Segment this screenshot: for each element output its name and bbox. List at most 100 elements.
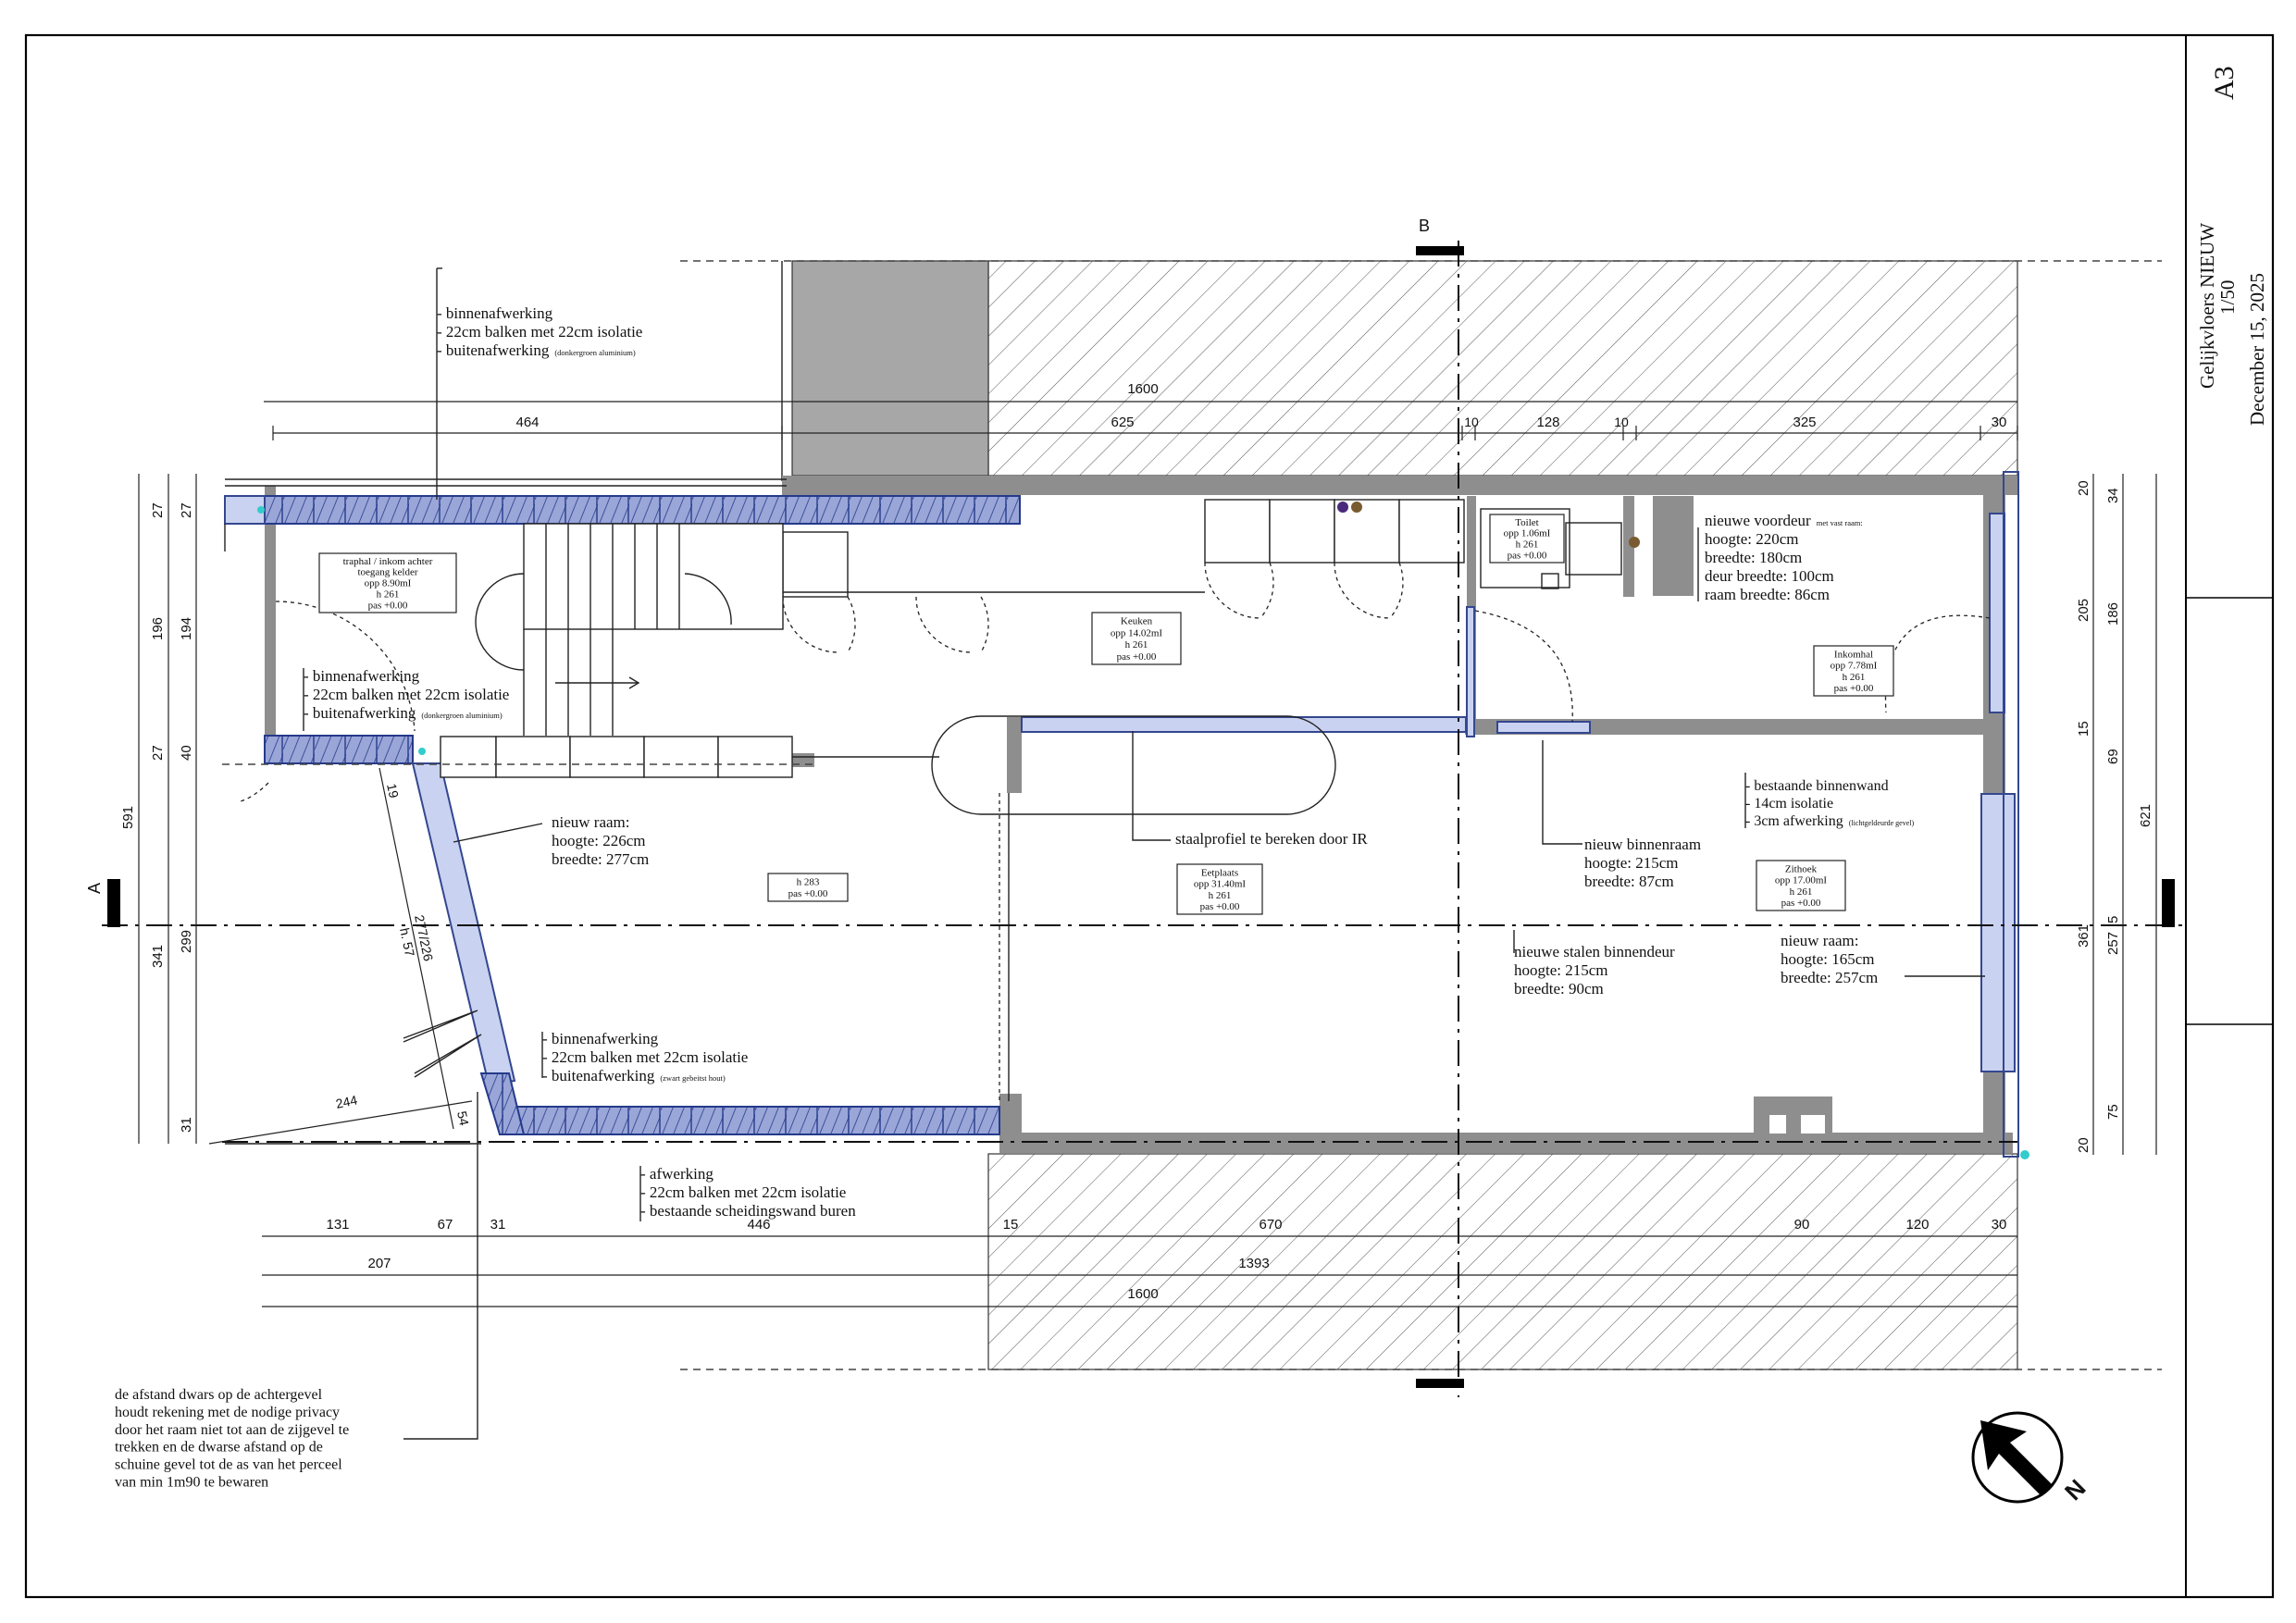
room-label-line: h 261 xyxy=(1516,539,1539,550)
annotation-slant-wall: - binnenafwerking- 22cm balken met 22cm … xyxy=(542,1030,748,1084)
annotation-line: breedte: 87cm xyxy=(1584,873,1674,890)
room-label-line: traphal / inkom achter xyxy=(343,556,433,567)
dim-bottom-30: 30 xyxy=(1992,1217,2007,1233)
dim-slant-244: 244 xyxy=(334,1092,358,1111)
annotation-line: - binnenafwerking xyxy=(304,667,420,685)
dim-left-341: 341 xyxy=(150,945,166,968)
annotation-line: hoogte: 220cm xyxy=(1705,530,1799,548)
drawing-title: Gelijkvloers NIEUW xyxy=(2196,223,2218,389)
room-label-line: opp 14.02mI xyxy=(1111,627,1163,638)
annotation-top-wall: - binnenafwerking- 22cm balken met 22cm … xyxy=(437,304,642,359)
annotation-line: breedte: 257cm xyxy=(1781,969,1878,986)
dim-bottom-15: 15 xyxy=(1003,1217,1019,1233)
stair xyxy=(475,523,784,736)
room-label-line: Toilet xyxy=(1515,517,1539,528)
dim-left-299: 299 xyxy=(179,930,194,953)
pipe-dot-purple xyxy=(1337,502,1348,513)
room-label-line: opp 8.90mI xyxy=(365,578,412,589)
right-dimensions: 20 205 15 361 20 34 186 69 257 75 5 621 xyxy=(2076,474,2157,1155)
room-label-line: pas +0.00 xyxy=(1508,550,1547,561)
slanted-wall-insulation xyxy=(479,1072,526,1135)
room-label-line: pas +0.00 xyxy=(1117,651,1157,663)
room-label-line: h 261 xyxy=(1790,886,1813,898)
annotation-line: breedte: 277cm xyxy=(552,850,649,868)
annotation-line: nieuw raam: xyxy=(552,813,630,831)
title-block: A3 Gelijkvloers NIEUW 1/50 December 15, … xyxy=(2196,66,2268,426)
dim-left-591: 591 xyxy=(120,806,136,829)
annotation-line: trekken en de dwarse afstand op de xyxy=(115,1440,323,1456)
dim-right-75: 75 xyxy=(2105,1104,2121,1120)
hearth xyxy=(1754,1096,1832,1134)
annotation-line: - bestaande scheidingswand buren xyxy=(640,1202,856,1220)
annotation-line: hoogte: 226cm xyxy=(552,832,646,849)
front-window-top xyxy=(1989,513,2005,713)
dim-bottom-670: 670 xyxy=(1259,1217,1282,1233)
annotation-line: breedte: 90cm xyxy=(1514,980,1604,997)
room-label-line: h 261 xyxy=(1125,639,1148,650)
annotation-line: hoogte: 215cm xyxy=(1514,961,1608,979)
dim-left-27a: 27 xyxy=(150,502,166,518)
top-dimensions: 1600 464 625 10 128 10 325 30 xyxy=(264,381,2018,440)
mid-wall-insulation xyxy=(264,735,414,764)
steel-door-frame xyxy=(1466,606,1475,737)
dim-right-621: 621 xyxy=(2138,804,2153,827)
annotation-line: schuine gevel tot de as van het perceel xyxy=(115,1457,342,1473)
left-dimensions: 591 341 31 27 196 27 299 27 194 40 xyxy=(120,474,197,1144)
pipe-dot-brown xyxy=(1351,502,1362,513)
slant-ventilation-panels xyxy=(403,1010,482,1078)
dim-top-10a: 10 xyxy=(1464,415,1479,429)
room-label-line: pas +0.00 xyxy=(1200,901,1240,912)
dim-right-257: 257 xyxy=(2105,932,2121,955)
annotation-bottom-wall: - afwerking- 22cm balken met 22cm isolat… xyxy=(640,1165,856,1220)
slanted-rear-window xyxy=(411,762,516,1086)
dim-slant-277: 277/226 xyxy=(412,913,436,962)
annotation-line: - bestaande binnenwand xyxy=(1745,778,1889,794)
annotation-line: houdt rekening met de nodige privacy xyxy=(115,1405,340,1420)
annotation-line: - binnenafwerking xyxy=(437,304,553,322)
room-label-line: h 261 xyxy=(1843,672,1866,683)
room-label-line: pas +0.00 xyxy=(1834,683,1874,694)
section-label-b: B xyxy=(1419,217,1430,235)
annotation-line: - afwerking xyxy=(640,1165,714,1183)
drawing-date: December 15, 2025 xyxy=(2246,273,2268,426)
front-window-bottom xyxy=(1980,793,2016,1072)
front-window-top-frame xyxy=(2003,471,2019,1158)
dim-right-34: 34 xyxy=(2105,488,2121,503)
room-label-line: h 283 xyxy=(797,877,820,888)
room-label-line: opp 31.40mI xyxy=(1194,879,1247,890)
bottom-wall-insulation xyxy=(499,1106,1000,1135)
annotation-line: - 22cm balken met 22cm isolatie xyxy=(437,323,642,341)
room-label-line: pas +0.00 xyxy=(368,600,408,611)
room-label-line: opp 1.06mI xyxy=(1504,528,1551,539)
dim-bottom-207: 207 xyxy=(367,1256,391,1271)
dim-left-27c: 27 xyxy=(179,502,194,518)
dim-right-20a: 20 xyxy=(2076,480,2091,496)
dim-left-31: 31 xyxy=(179,1117,194,1133)
annotation-line: - 14cm isolatie xyxy=(1745,796,1833,812)
neighbour-bottom-hatch xyxy=(987,1153,2018,1370)
kitchen-cabinets xyxy=(782,499,1465,653)
dim-top-625: 625 xyxy=(1111,415,1134,430)
dim-bottom-446: 446 xyxy=(747,1217,770,1233)
leader-lines xyxy=(303,267,1985,1440)
annotation-line: van min 1m90 te bewaren xyxy=(115,1474,268,1490)
annotation-line: - buitenafwerking(donkergroen aluminium) xyxy=(437,341,636,359)
dim-right-361: 361 xyxy=(2076,924,2091,948)
dim-slant-h57: h. 57 xyxy=(397,926,417,958)
room-label-line: pas +0.00 xyxy=(1781,898,1821,909)
dim-top-464: 464 xyxy=(515,415,539,430)
dim-left-196: 196 xyxy=(150,617,166,640)
annotation-line: - 22cm balken met 22cm isolatie xyxy=(542,1048,748,1066)
annotation-line: raam breedte: 86cm xyxy=(1705,586,1830,603)
dim-right-5: 5 xyxy=(2105,916,2121,923)
room-label-line: h 261 xyxy=(1209,890,1232,901)
room-label-line: pas +0.00 xyxy=(788,888,828,899)
